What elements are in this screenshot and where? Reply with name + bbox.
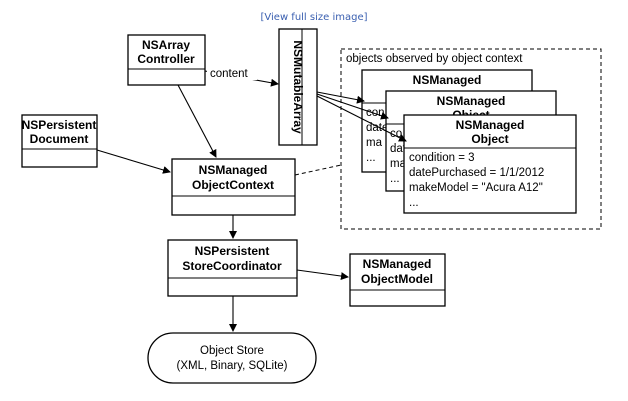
nsmanaged-object-model-box: NSManaged ObjectModel: [349, 253, 446, 307]
card-front-title-line2: Object: [471, 132, 508, 146]
observed-objects-label: objects observed by object context: [346, 53, 523, 65]
nsmanaged-object-context-line1: NSManaged: [199, 163, 268, 177]
card-middle-frag-2: dat: [390, 143, 407, 155]
card-front-attr-more: ...: [409, 197, 419, 209]
card-middle-frag-3: ma: [390, 158, 407, 170]
view-full-size-text[interactable]: View full size image: [264, 12, 364, 23]
card-back-frag-3: ma: [366, 137, 383, 149]
content-label-bg: [207, 66, 257, 80]
nsmanaged-object-context-line2: ObjectContext: [192, 178, 274, 192]
observed-objects-region: [340, 48, 602, 230]
card-back-title-line1: NSManaged: [413, 73, 482, 87]
arrow-document-to-context: [96, 149, 171, 174]
nspersistent-document-box: NSPersistent Document: [21, 114, 98, 168]
card-middle-frag-4: ...: [390, 173, 400, 185]
nsarray-controller-line1: NSArray: [142, 38, 190, 52]
dashed-context-to-region: [294, 164, 342, 176]
nsmanaged-object-model-line2: ObjectModel: [361, 272, 433, 286]
arrow-coordinator-to-model: [296, 269, 349, 281]
content-label: content: [210, 68, 249, 80]
card-back-frag-4: ...: [366, 152, 376, 164]
managed-object-card-front: NSManaged Object condition = 3 datePurch…: [403, 114, 577, 214]
nsmanaged-object-context-box: NSManaged ObjectContext: [171, 158, 296, 216]
nsmanaged-object-model-line1: NSManaged: [363, 257, 432, 271]
card-front-attr-date: datePurchased = 1/1/2012: [409, 167, 544, 179]
card-front-attr-model: makeModel = "Acura A12": [409, 182, 543, 194]
arrow-array-to-card1: [316, 91, 365, 104]
object-store-line2: (XML, Binary, SQLite): [177, 360, 288, 372]
arrow-array-to-card2: [316, 93, 389, 120]
card-front-title-line1: NSManaged: [456, 118, 525, 132]
nspersistent-document-line2: Document: [30, 132, 89, 146]
nspersistent-document-line1: NSPersistent: [22, 118, 97, 132]
card-front-attr-condition: condition = 3: [409, 152, 475, 164]
nsarray-controller-box: NSArray Controller: [127, 34, 206, 86]
nspersistent-store-coordinator-line2: StoreCoordinator: [182, 259, 282, 273]
arrow-controller-to-context: [177, 84, 217, 158]
arrow-array-to-card3: [316, 95, 407, 142]
nsarray-controller-line2: Controller: [137, 52, 195, 66]
nspersistent-store-coordinator-box: NSPersistent StoreCoordinator: [167, 239, 298, 297]
view-full-size-link[interactable]: [View full size image]: [260, 12, 368, 23]
nsmutable-array-label: NSMutableArray: [291, 40, 305, 134]
card-back-frag-2: date: [366, 122, 388, 134]
nsmutable-array-box: NSMutableArray: [278, 28, 318, 146]
object-store-shape: Object Store (XML, Binary, SQLite): [147, 332, 317, 384]
card-back-frag-1: con: [366, 107, 385, 119]
card-middle-title-line1: NSManaged: [437, 94, 506, 108]
object-store-line1: Object Store: [200, 345, 264, 357]
nspersistent-store-coordinator-line1: NSPersistent: [195, 244, 270, 258]
